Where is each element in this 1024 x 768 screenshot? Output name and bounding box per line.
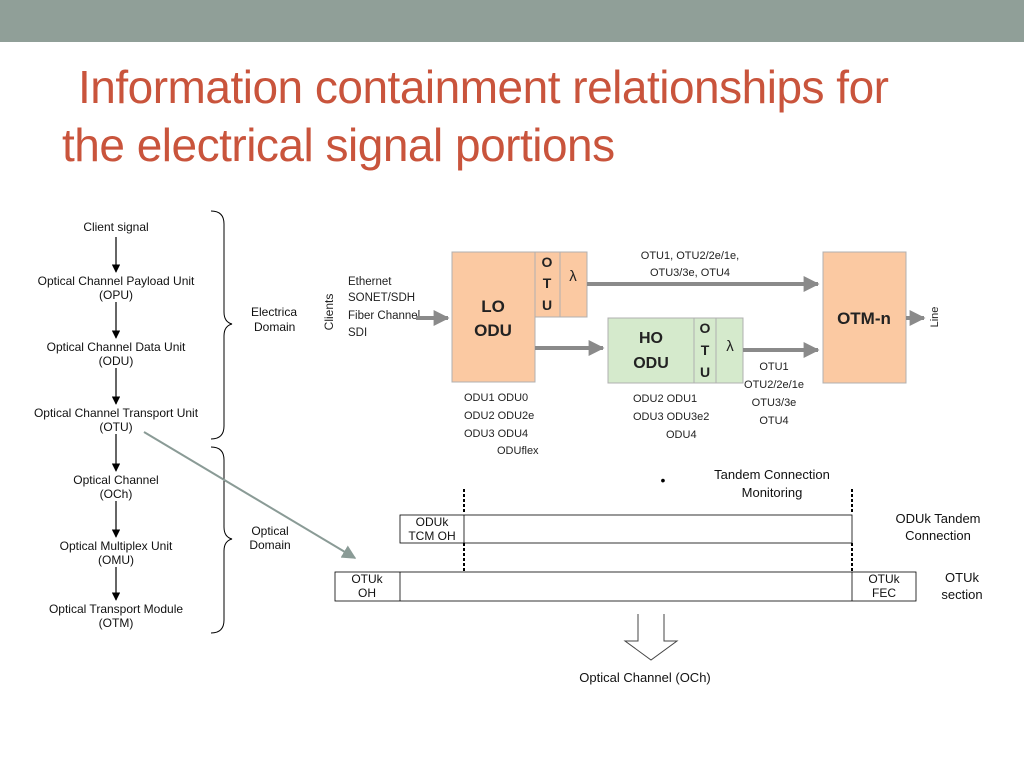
otuk-fec-2: FEC: [872, 586, 896, 600]
lo-odu-label-1: LO: [481, 297, 505, 316]
electrical-brace: [210, 210, 233, 440]
ho-odu-label-1: HO: [639, 330, 663, 347]
title-line-2: the electrical signal portions: [62, 119, 615, 171]
ho-rate-3: ODU4: [666, 429, 697, 441]
tcm-title-2: Monitoring: [742, 485, 803, 500]
lo-otu-u: U: [542, 297, 552, 313]
hierarchy-list: Client signal Optical Channel Payload Un…: [34, 220, 199, 630]
line-label: Line: [929, 307, 941, 328]
lo-otu-t: T: [543, 275, 552, 291]
ho-lambda-box: [715, 317, 744, 384]
otuk-section-label-2: section: [941, 587, 982, 602]
top-bar: [0, 0, 1024, 42]
hierarchy-client-signal: Client signal: [83, 220, 148, 234]
oduk-cell-2: TCM OH: [408, 529, 455, 543]
optical-domain-label: Optical: [251, 524, 288, 538]
optical-brace: [210, 446, 233, 634]
oduk-tandem-label-2: Connection: [905, 528, 971, 543]
lo-rate-3: ODU3 ODU4: [464, 428, 528, 440]
out-rate-1: OTU1: [759, 361, 788, 373]
hierarchy-omu: Optical Multiplex Unit: [60, 539, 173, 553]
otm-box: [822, 251, 907, 384]
lo-rate-1: ODU1 ODU0: [464, 392, 528, 404]
hierarchy-opu: Optical Channel Payload Unit: [38, 274, 195, 288]
out-rate-3: OTU3/3e: [752, 397, 797, 409]
och-label: Optical Channel (OCh): [579, 670, 711, 685]
hierarchy-och: Optical Channel: [73, 473, 158, 487]
hierarchy-omu-abbr: (OMU): [98, 553, 134, 567]
lo-otu-box: [534, 251, 561, 318]
oduk-tcm-row: [399, 514, 853, 544]
ho-rate-1: ODU2 ODU1: [633, 393, 697, 405]
out-rate-4: OTU4: [759, 415, 788, 427]
electrical-domain-label: Electrica: [251, 305, 297, 319]
title-line-1: Information containment relationships fo…: [78, 61, 889, 113]
slide-title: Information containment relationships fo…: [62, 58, 1002, 174]
clients-label: Clients: [322, 294, 336, 331]
tcm-title-1: Tandem Connection: [714, 467, 830, 482]
bullet-mark: •: [661, 472, 666, 488]
hierarchy-odu: Optical Channel Data Unit: [47, 340, 186, 354]
otuk-oh-2: OH: [358, 586, 376, 600]
hierarchy-odu-abbr: (ODU): [99, 354, 134, 368]
hierarchy-opu-abbr: (OPU): [99, 288, 133, 302]
hierarchy-och-abbr: (OCh): [100, 487, 133, 501]
client-sonet-sdh: SONET/SDH: [348, 292, 415, 304]
lo-otu-o: O: [542, 254, 553, 270]
top-rates-2: OTU3/3e, OTU4: [650, 267, 730, 279]
ho-lambda: λ: [726, 338, 734, 355]
hierarchy-otm-abbr: (OTM): [99, 616, 134, 630]
lo-lambda: λ: [569, 268, 577, 285]
top-rates-1: OTU1, OTU2/2e/1e,: [641, 250, 739, 262]
ho-otu-u: U: [700, 364, 710, 380]
otu-to-frame-arrow: [143, 431, 357, 559]
ho-otu-t: T: [701, 342, 710, 358]
oduk-cell-1: ODUk: [416, 515, 450, 529]
otuk-row: [334, 571, 917, 602]
optical-domain-label-2: Domain: [249, 538, 290, 552]
hierarchy-otu: Optical Channel Transport Unit: [34, 406, 199, 420]
ho-odu-label-2: ODU: [633, 355, 669, 372]
lo-odu-box: [451, 251, 536, 383]
ho-rate-2: ODU3 ODU3e2: [633, 411, 709, 423]
frame-diagram: • Tandem Connection Monitoring ODUk TCM …: [334, 467, 983, 685]
otuk-fec-1: OTUk: [868, 572, 900, 586]
otuk-section-label-1: OTUk: [945, 570, 979, 585]
och-down-arrow: [623, 614, 679, 661]
hierarchy-otm: Optical Transport Module: [49, 602, 183, 616]
ho-odu-box: [607, 317, 695, 384]
client-ethernet: Ethernet: [348, 276, 392, 288]
lo-odu-label-2: ODU: [474, 321, 512, 340]
ho-otu-o: O: [700, 320, 711, 336]
out-rate-2: OTU2/2e/1e: [744, 379, 804, 391]
lo-rate-2: ODU2 ODU2e: [464, 410, 534, 422]
otuk-oh-1: OTUk: [351, 572, 383, 586]
client-sdi: SDI: [348, 327, 367, 339]
otm-label: OTM-n: [837, 309, 891, 328]
oduk-tandem-label-1: ODUk Tandem: [895, 511, 980, 526]
lo-rate-4: ODUflex: [497, 445, 539, 457]
hierarchy-otu-abbr: (OTU): [99, 420, 132, 434]
mapping-diagram: Clients Ethernet SONET/SDH Fiber Channel…: [322, 250, 941, 457]
client-fiber-channel: Fiber Channel: [348, 310, 420, 322]
electrical-domain-label-2: Domain: [254, 320, 295, 334]
